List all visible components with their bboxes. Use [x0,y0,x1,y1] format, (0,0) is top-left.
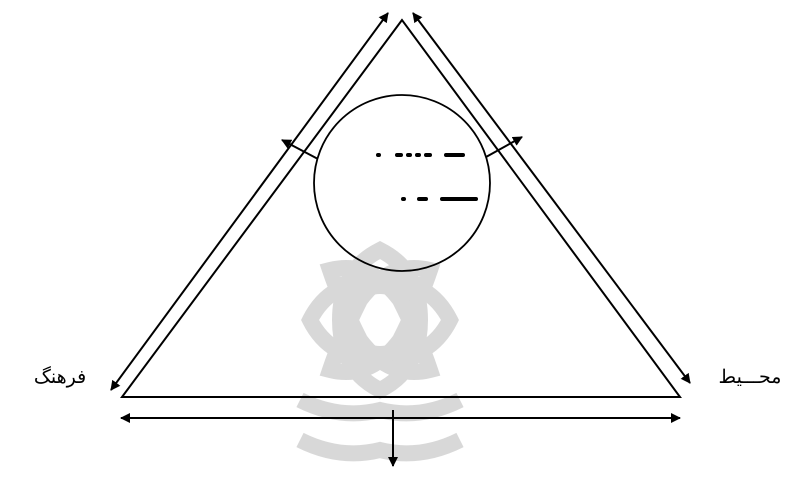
inner-circle [314,95,490,271]
label-environment: محـــيط [704,368,796,387]
label-culture: فرهنگ [14,368,106,387]
watermark-rosette [300,250,460,453]
